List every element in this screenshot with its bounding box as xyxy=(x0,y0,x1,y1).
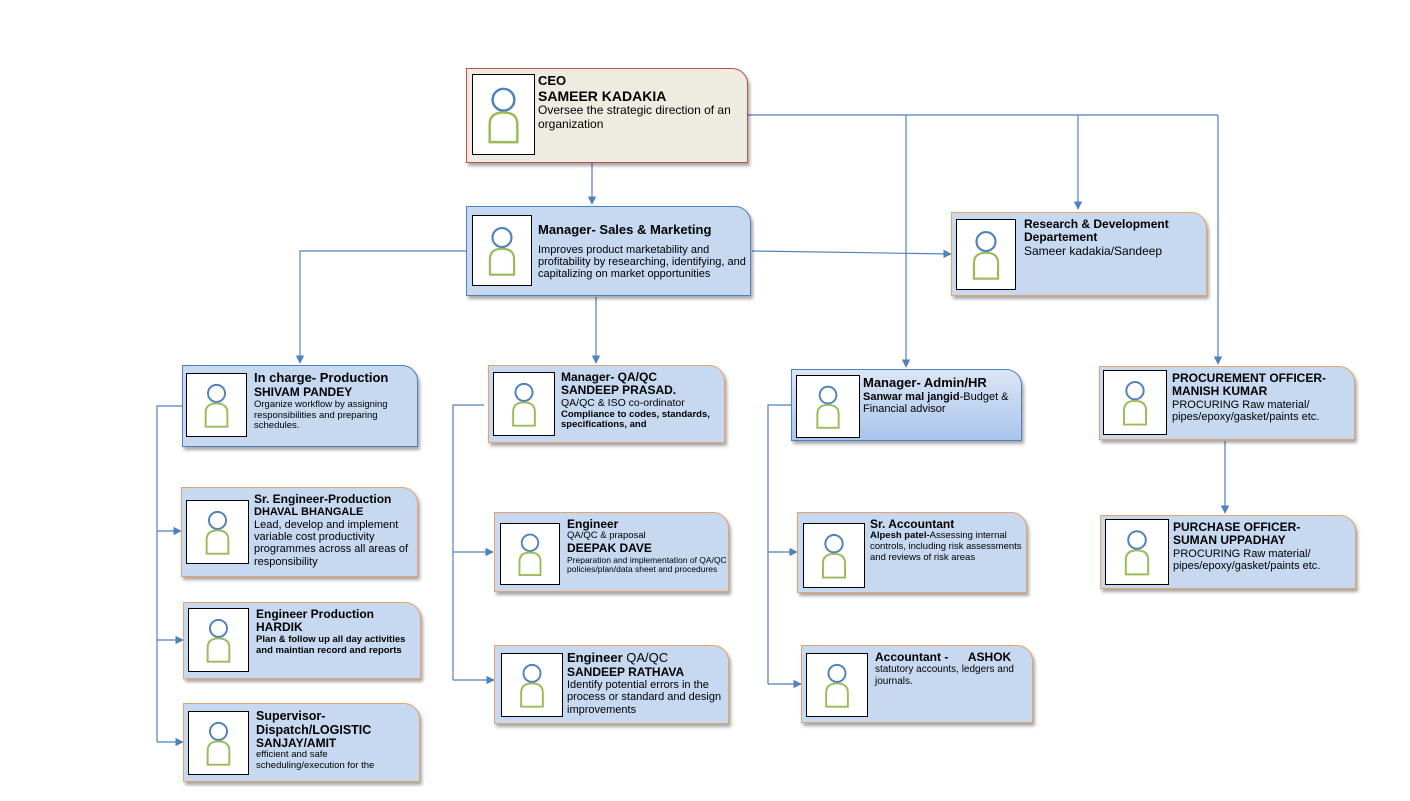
acc-title: Accountant - ASHOK xyxy=(875,650,1012,664)
person-placeholder-icon xyxy=(1103,370,1167,435)
card-engineer-production[interactable]: Engineer Production HARDIK Plan & follow… xyxy=(183,602,421,679)
qa-title: Manager- QA/QC xyxy=(561,370,658,384)
sales-title: Manager- Sales & Marketing xyxy=(538,222,712,237)
card-production-incharge[interactable]: In charge- Production SHIVAM PANDEY Orga… xyxy=(182,365,418,447)
person-placeholder-icon xyxy=(186,500,249,564)
person-placeholder-icon xyxy=(501,653,563,717)
card-purchase-officer[interactable]: PURCHASE OFFICER- SUMAN UPPADHAY PROCURI… xyxy=(1100,515,1356,589)
rnd-desc: Sameer kadakia/Sandeep xyxy=(1024,243,1163,258)
sracc-title: Sr. Accountant xyxy=(870,517,955,531)
eng1-sub: QA/QC & praposal xyxy=(567,530,646,542)
person-placeholder-icon xyxy=(806,653,868,717)
card-procurement-officer[interactable]: PROCUREMENT OFFICER- MANISH KUMAR PROCUR… xyxy=(1099,366,1355,440)
connector-sales-prod xyxy=(295,250,466,364)
engprod-desc: Plan & follow up all day activities and … xyxy=(256,633,406,656)
person-placeholder-icon xyxy=(186,373,247,437)
rnd-title: Research & Development Departement xyxy=(1024,217,1169,245)
sreng-title: Sr. Engineer-Production xyxy=(254,492,392,506)
ceo-name: SAMEER KADAKIA xyxy=(538,87,667,104)
qa-desc-bold: Compliance to codes, standards, specific… xyxy=(561,408,710,431)
eng2-sub: QA/QC xyxy=(622,650,669,665)
person-placeholder-icon xyxy=(188,711,249,775)
ceo-title: CEO xyxy=(538,73,567,88)
sup-title: Supervisor- Dispatch/LOGISTIC xyxy=(256,709,372,737)
admin-desc: -Budget & Financial advisor xyxy=(863,390,1009,415)
person-placeholder-icon xyxy=(1105,519,1169,585)
prod-name: SHIVAM PANDEY xyxy=(254,384,353,399)
admin-name: Sanwar mal jangid xyxy=(863,390,960,403)
sracc-name: Alpesh patel- xyxy=(870,530,930,542)
eng2-name: SANDEEP RATHAVA xyxy=(567,664,685,679)
person-placeholder-icon xyxy=(500,523,560,585)
connector-admin-team xyxy=(767,404,791,684)
ceo-desc: Oversee the strategic direction of an or… xyxy=(538,103,731,131)
connector-prod-team xyxy=(156,405,182,742)
purch-desc: PROCURING Raw material/ pipes/epoxy/gask… xyxy=(1173,547,1321,573)
eng1-name: DEEPAK DAVE xyxy=(567,541,652,556)
card-qa-manager[interactable]: Manager- QA/QC SANDEEP PRASAD. QA/QC & I… xyxy=(488,365,725,443)
prod-title: In charge- Production xyxy=(254,370,389,385)
admin-title: Manager- Admin/HR xyxy=(863,375,987,390)
card-accountant[interactable]: Accountant - ASHOK statutory accounts, l… xyxy=(801,645,1033,723)
card-sales-manager[interactable]: Manager- Sales & Marketing Improves prod… xyxy=(466,206,751,296)
acc-desc: statutory accounts, ledgers and journals… xyxy=(875,664,1014,687)
card-sr-accountant[interactable]: Sr. Accountant Alpesh patel-Assessing in… xyxy=(797,512,1027,593)
person-placeholder-icon xyxy=(472,215,532,286)
connector-sales-rnd xyxy=(751,249,952,259)
sreng-desc: Lead, develop and implement variable cos… xyxy=(254,518,409,568)
sales-desc: Improves product marketability and profi… xyxy=(538,243,746,281)
card-sr-engineer-production[interactable]: Sr. Engineer-Production DHAVAL BHANGALE … xyxy=(181,487,418,577)
sup-name: SANJAY/AMIT xyxy=(256,736,337,750)
eng2-desc: Identify potential errors in the process… xyxy=(567,678,722,716)
person-placeholder-icon xyxy=(956,219,1016,290)
purch-title: PURCHASE OFFICER- SUMAN UPPADHAY xyxy=(1173,520,1301,548)
card-engineer-qa-proposal[interactable]: Engineer QA/QC & praposal DEEPAK DAVE Pr… xyxy=(494,512,729,592)
person-placeholder-icon xyxy=(493,372,555,436)
card-research-development[interactable]: Research & Development Departement Samee… xyxy=(951,212,1207,296)
person-placeholder-icon xyxy=(472,74,535,155)
card-engineer-qa[interactable]: Engineer QA/QC SANDEEP RATHAVA Identify … xyxy=(494,645,729,724)
connector-qa-team xyxy=(452,404,484,680)
qa-name: SANDEEP PRASAD. xyxy=(561,383,677,398)
sreng-name: DHAVAL BHANGALE xyxy=(254,506,364,519)
proc-title: PROCUREMENT OFFICER- MANISH KUMAR xyxy=(1172,371,1326,399)
engprod-name: HARDIK xyxy=(256,620,303,635)
prod-desc: Organize workflow by assigning responsib… xyxy=(254,398,388,432)
proc-desc: PROCURING Raw material/ pipes/epoxy/gask… xyxy=(1172,398,1320,424)
eng1-title: Engineer xyxy=(567,517,619,531)
card-supervisor-dispatch[interactable]: Supervisor- Dispatch/LOGISTIC SANJAY/AMI… xyxy=(183,703,420,782)
qa-desc: QA/QC & ISO co-ordinator xyxy=(561,396,685,409)
sracc-desc: Assessing internal controls, including r… xyxy=(870,530,1022,563)
person-placeholder-icon xyxy=(796,375,860,438)
card-ceo[interactable]: CEO SAMEER KADAKIA Oversee the strategic… xyxy=(466,68,748,163)
card-admin-manager[interactable]: Manager- Admin/HR Sanwar mal jangid-Budg… xyxy=(791,369,1022,441)
person-placeholder-icon xyxy=(803,523,865,588)
eng2-title: Engineer xyxy=(567,650,623,665)
engprod-title: Engineer Production xyxy=(256,607,375,621)
sup-desc: efficient and safe scheduling/execution … xyxy=(256,749,375,772)
eng1-desc: Preparation and implementation of QA/QC … xyxy=(567,554,727,575)
person-placeholder-icon xyxy=(188,608,249,672)
